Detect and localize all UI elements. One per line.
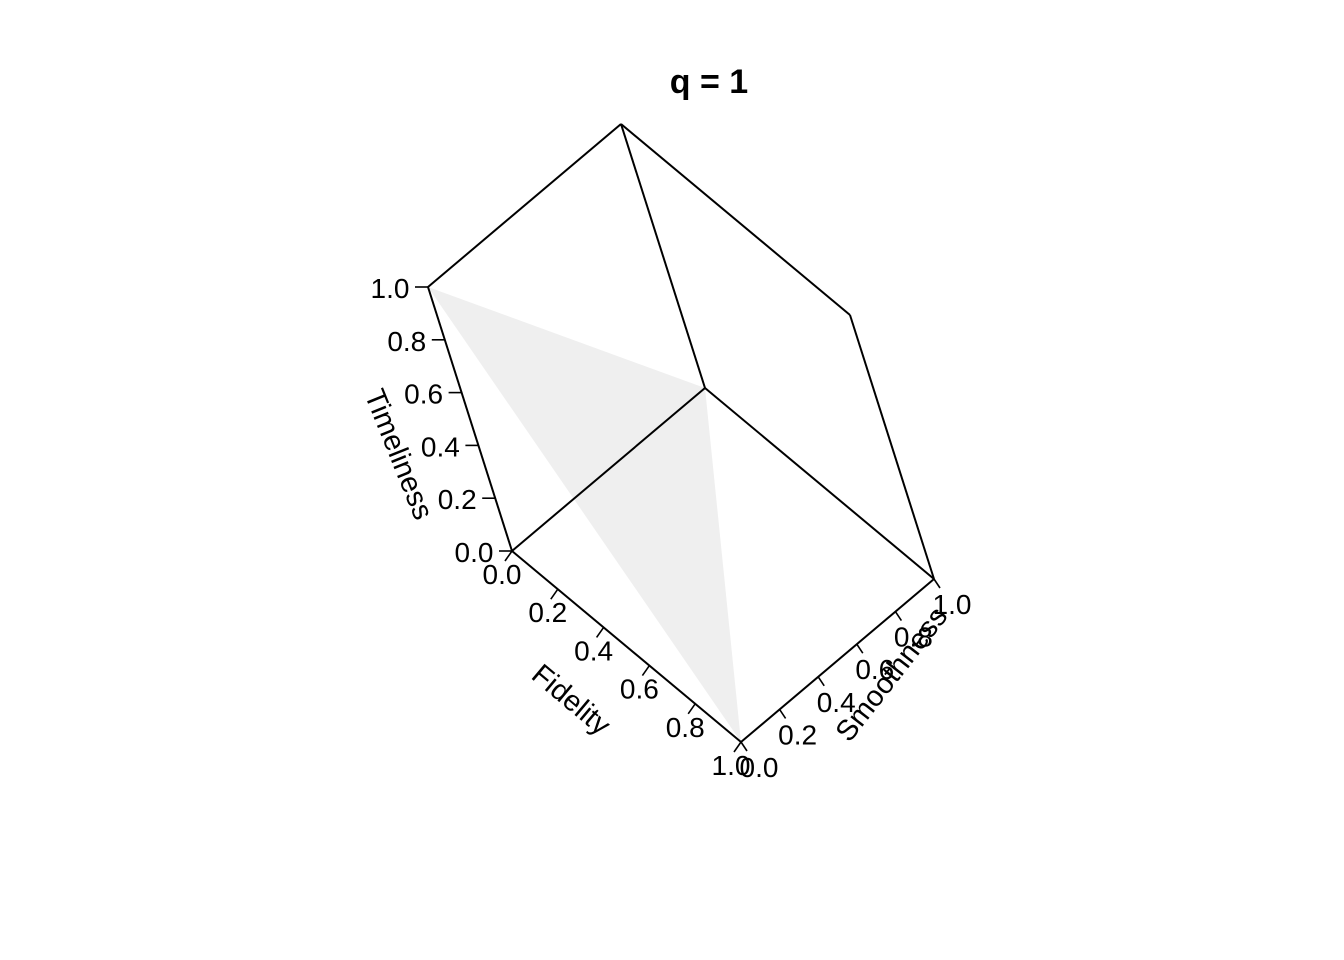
x-axis-tick-mark [595, 626, 605, 638]
x-axis-tick-mark [504, 550, 513, 562]
y-axis-tick-mark [778, 708, 787, 719]
z-axis-tick-label: 0.4 [421, 431, 460, 462]
z-axis-ticks: 0.0 0.2 0.4 0.6 0.8 1.0 [371, 273, 512, 568]
x-axis-tick-mark [550, 588, 559, 600]
box-edge [511, 387, 706, 552]
y-axis-tick-mark [856, 643, 864, 654]
y-axis-tick-label: 0.6 [855, 654, 894, 685]
plot-box [427, 123, 935, 743]
box-edge [620, 123, 706, 389]
z-axis-tick-label: 0.8 [387, 326, 426, 357]
y-axis-tick-mark [740, 741, 748, 752]
box-edge [427, 286, 513, 552]
surface-plane [428, 287, 741, 742]
box-edge [849, 314, 935, 580]
box-edge [740, 578, 935, 743]
x-axis-label: Fidelity [525, 658, 616, 742]
box-edge [620, 123, 851, 316]
z-axis-tick-label: 0.0 [455, 537, 494, 568]
y-axis-tick-label: 1.0 [933, 589, 972, 620]
x-axis-ticks: 0.00.20.40.60.81.0 [483, 550, 751, 781]
x-axis-tick-label: 0.2 [528, 597, 567, 628]
box-edge [427, 123, 622, 288]
y-axis-tick-mark [894, 611, 903, 622]
y-axis-tick-label: 0.8 [894, 622, 933, 653]
y-axis-tick-label: 0.0 [740, 752, 779, 783]
x-axis-tick-label: 0.0 [483, 559, 522, 590]
z-axis-tick-label: 0.6 [404, 379, 443, 410]
chart-title: q = 1 [670, 63, 748, 101]
y-axis-tick-label: 0.2 [778, 719, 817, 750]
box-edge [511, 550, 742, 743]
y-axis-label: Smoothness [830, 601, 954, 748]
y-axis-tick-mark [817, 676, 825, 687]
y-axis-tick-label: 0.4 [817, 687, 856, 718]
x-axis-tick-mark [687, 703, 696, 715]
x-axis-tick-label: 1.0 [712, 750, 751, 781]
x-axis-tick-mark [733, 741, 742, 753]
z-axis-tick-label: 1.0 [371, 273, 410, 304]
y-axis-ticks: 0.00.20.40.60.81.0 [740, 578, 972, 783]
z-axis-tick-label: 0.2 [438, 484, 477, 515]
x-axis-tick-label: 0.8 [666, 712, 705, 743]
x-axis-tick-label: 0.4 [574, 635, 613, 666]
box-edge [704, 387, 935, 580]
y-axis-tick-mark [933, 578, 941, 589]
x-axis-tick-label: 0.6 [620, 674, 659, 705]
x-axis-tick-mark [641, 665, 651, 677]
